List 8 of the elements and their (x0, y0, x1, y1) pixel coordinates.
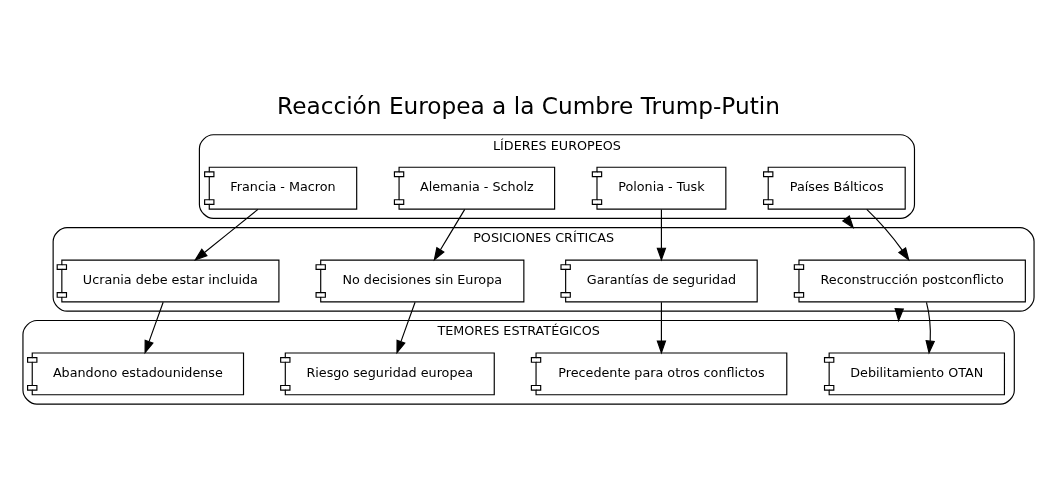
arrow (433, 208, 466, 262)
arrow (396, 301, 416, 355)
arrow (925, 301, 936, 355)
arrow (866, 208, 910, 262)
arrow (144, 301, 164, 355)
diagram-title: Reacción Europea a la Cumbre Trump-Putin (277, 91, 780, 119)
arrow (656, 208, 667, 262)
arrow (656, 301, 667, 355)
